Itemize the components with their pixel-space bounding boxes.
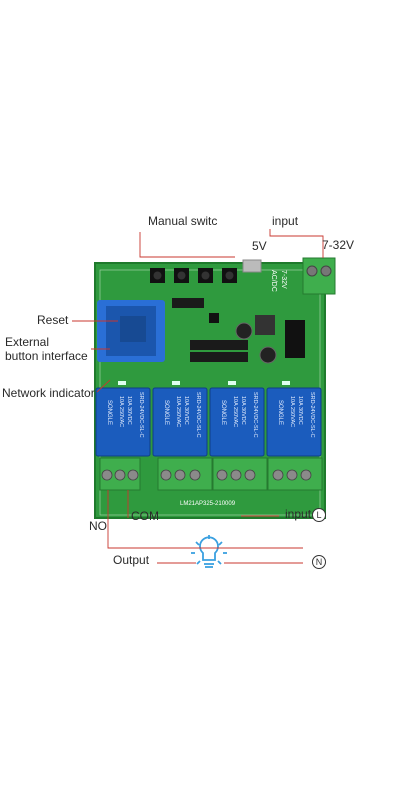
pcb-label: LM21AP325-210009 bbox=[180, 501, 236, 507]
svg-text:10A 250VAC: 10A 250VAC bbox=[175, 396, 181, 427]
manual-switch-label: Manual switc bbox=[148, 214, 218, 228]
power-terminal bbox=[302, 257, 336, 295]
svg-text:10A 30VDC: 10A 30VDC bbox=[297, 396, 303, 425]
dc-label: 7-32V bbox=[280, 270, 287, 289]
com-label: COM bbox=[131, 509, 159, 523]
svg-text:SRD-24VDC-SL-C: SRD-24VDC-SL-C bbox=[195, 392, 201, 438]
svg-text:10A 30VDC: 10A 30VDC bbox=[126, 396, 132, 425]
output-label: Output bbox=[113, 553, 150, 567]
relay-2: SONGLE 10A 250VAC 10A 30VDC SRD-24VDC-SL… bbox=[152, 387, 208, 457]
manual-buttons bbox=[150, 268, 237, 283]
relays: SONGLE 10A 250VAC 10A 30VDC SRD-24VDC-SL… bbox=[95, 387, 322, 457]
svg-text:10A 250VAC: 10A 250VAC bbox=[232, 396, 238, 427]
network-indicator-label: Network indicator bbox=[2, 386, 95, 400]
wifi-module bbox=[97, 300, 165, 362]
input-bottom-label: input bbox=[285, 507, 312, 521]
annotation-lines bbox=[72, 229, 324, 564]
no-label: NO bbox=[89, 519, 107, 533]
light-bulb-icon bbox=[191, 535, 227, 568]
relay-3: SONGLE 10A 250VAC 10A 30VDC SRD-24VDC-SL… bbox=[209, 387, 265, 457]
live-terminal-mark: L bbox=[312, 508, 326, 522]
external-button-label: External button interface bbox=[5, 335, 88, 363]
svg-text:10A 250VAC: 10A 250VAC bbox=[118, 396, 124, 427]
relay-4: SONGLE 10A 250VAC 10A 30VDC SRD-24VDC-SL… bbox=[266, 387, 322, 457]
svg-text:10A 250VAC: 10A 250VAC bbox=[289, 396, 295, 427]
input-top-label: input bbox=[272, 214, 299, 228]
svg-text:SRD-24VDC-SL-C: SRD-24VDC-SL-C bbox=[252, 392, 258, 438]
svg-text:SONGLE: SONGLE bbox=[277, 400, 283, 425]
relay-1: SONGLE 10A 250VAC 10A 30VDC SRD-24VDC-SL… bbox=[95, 387, 151, 457]
acdc-label: AC/DC bbox=[270, 270, 277, 292]
voltage-range-label: 7-32V bbox=[322, 238, 355, 252]
svg-text:SONGLE: SONGLE bbox=[106, 400, 112, 425]
svg-text:SRD-24VDC-SL-C: SRD-24VDC-SL-C bbox=[309, 392, 315, 438]
usb-port bbox=[242, 259, 262, 273]
svg-text:SRD-24VDC-SL-C: SRD-24VDC-SL-C bbox=[138, 392, 144, 438]
neutral-terminal-mark: N bbox=[312, 555, 326, 569]
svg-text:SONGLE: SONGLE bbox=[220, 400, 226, 425]
reset-label: Reset bbox=[37, 313, 69, 327]
output-terminals bbox=[99, 457, 323, 491]
svg-text:10A 30VDC: 10A 30VDC bbox=[183, 396, 189, 425]
five-v-label: 5V bbox=[252, 239, 267, 253]
svg-text:SONGLE: SONGLE bbox=[163, 400, 169, 425]
svg-text:10A 30VDC: 10A 30VDC bbox=[240, 396, 246, 425]
